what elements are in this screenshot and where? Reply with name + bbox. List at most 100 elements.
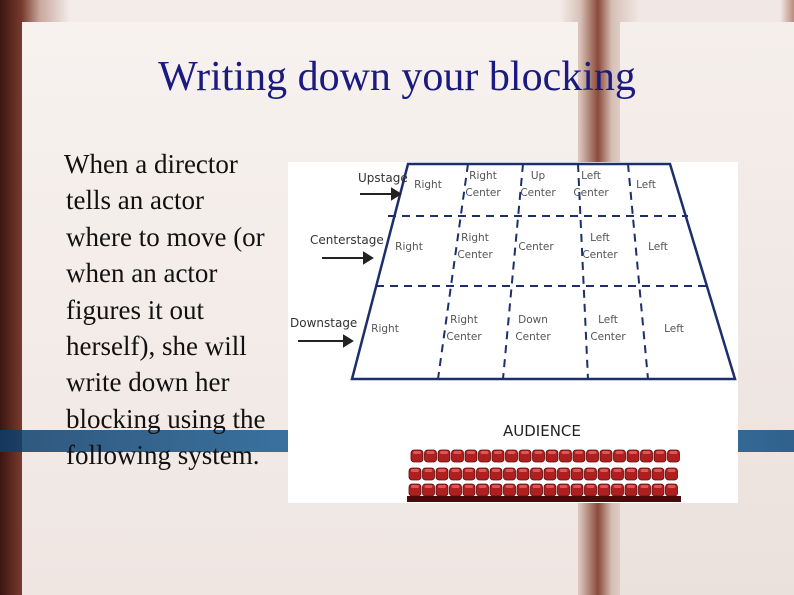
audience-seat-highlight — [413, 451, 421, 454]
audience-seat-highlight — [561, 451, 570, 454]
audience-seat-highlight — [478, 485, 487, 488]
audience-seat-highlight — [656, 451, 664, 454]
stage-cell-label: Up — [531, 170, 546, 182]
stage-cell-label: Center — [457, 249, 493, 261]
stage-diagram-svg: Upstage Centerstage Downstage RightRight… — [290, 162, 737, 502]
audience-seat-highlight — [640, 469, 649, 472]
audience-seat-highlight — [424, 469, 433, 472]
seat-base — [407, 496, 681, 502]
audience-seat-highlight — [478, 469, 487, 472]
stage-cell-label: Center — [590, 331, 626, 343]
audience-seat-highlight — [492, 469, 500, 472]
audience-seat-highlight — [505, 469, 514, 472]
audience-seat-highlight — [424, 485, 433, 488]
row-label-centerstage: Centerstage — [310, 233, 384, 247]
stage-cell-label: Center — [518, 241, 554, 253]
audience-seat-highlight — [667, 469, 676, 472]
audience-seat-highlight — [438, 485, 446, 488]
audience-seat-highlight — [519, 469, 527, 472]
stage-outline — [350, 162, 737, 381]
audience-seat-highlight — [546, 485, 554, 488]
slide-title: Writing down your blocking — [158, 54, 636, 100]
stage-cell-label: Left — [648, 241, 668, 253]
audience-seat-highlight — [654, 469, 662, 472]
audience-seat-highlight — [480, 451, 489, 454]
audience-seat-highlight — [453, 451, 462, 454]
audience-seat-highlight — [602, 451, 610, 454]
audience-seat-highlight — [451, 485, 460, 488]
audience-seat-highlight — [613, 485, 622, 488]
body-text: When a director tells an actor where to … — [64, 149, 266, 471]
stage-cell-label: Right — [414, 179, 442, 191]
stage-cell-label: Right — [450, 314, 478, 326]
stage-cell-label: Right — [469, 170, 497, 182]
audience-seat-highlight — [654, 485, 662, 488]
audience-seat-highlight — [519, 485, 527, 488]
audience-seat-highlight — [600, 469, 608, 472]
stage-cell-label: Left — [636, 179, 656, 191]
audience-seat-highlight — [451, 469, 460, 472]
stage-cell-label: Left — [590, 232, 610, 244]
stage-cell-label: Right — [371, 323, 399, 335]
stage-cell-label: Center — [446, 331, 482, 343]
stage-cell-label: Left — [664, 323, 684, 335]
audience-seats — [407, 449, 681, 502]
stage-cell-label: Down — [518, 314, 548, 326]
audience-seat-highlight — [627, 485, 635, 488]
audience-seat-highlight — [669, 451, 678, 454]
audience-seat-highlight — [411, 485, 419, 488]
stage-cell-label: Center — [515, 331, 551, 343]
audience-seat-highlight — [505, 485, 514, 488]
audience-seat-highlight — [465, 485, 473, 488]
stage-col-divider-4 — [627, 163, 649, 380]
audience-seat-highlight — [667, 485, 676, 488]
row-label-upstage: Upstage — [358, 171, 408, 185]
stage-cell-label: Center — [520, 187, 556, 199]
stage-cell-label: Right — [461, 232, 489, 244]
audience-seat-highlight — [507, 451, 516, 454]
row-label-downstage: Downstage — [290, 316, 357, 330]
stage-cell-label: Center — [465, 187, 501, 199]
stage-cell-label: Left — [598, 314, 618, 326]
stage-cell-label: Center — [582, 249, 618, 261]
cell-labels: RightRightCenterUpCenterLeftCenterLeftRi… — [371, 170, 684, 343]
audience-seat-highlight — [559, 485, 568, 488]
upstage-arrow — [360, 187, 402, 201]
audience-seat-highlight — [627, 469, 635, 472]
audience-seat-highlight — [642, 451, 651, 454]
audience-seat-highlight — [438, 469, 446, 472]
stage-cell-label: Right — [395, 241, 423, 253]
audience-seat-highlight — [532, 469, 541, 472]
audience-seat-highlight — [640, 485, 649, 488]
audience-label: AUDIENCE — [503, 422, 581, 440]
audience-seat-highlight — [411, 469, 419, 472]
audience-seat-highlight — [600, 485, 608, 488]
audience-seat-highlight — [573, 469, 581, 472]
stage-cell-label: Center — [573, 187, 609, 199]
stage-col-divider-1 — [437, 163, 469, 380]
audience-seat-highlight — [573, 485, 581, 488]
audience-seat-highlight — [588, 451, 597, 454]
audience-seat-highlight — [440, 451, 448, 454]
stage-cell-label: Left — [581, 170, 601, 182]
audience-seat-highlight — [615, 451, 624, 454]
audience-seat-highlight — [532, 485, 541, 488]
audience-seat-highlight — [575, 451, 583, 454]
audience-seat-highlight — [629, 451, 637, 454]
audience-seat-highlight — [586, 485, 595, 488]
audience-seat-highlight — [586, 469, 595, 472]
audience-seat-highlight — [465, 469, 473, 472]
audience-seat-highlight — [494, 451, 502, 454]
stage-col-divider-2 — [502, 163, 524, 380]
audience-seat-highlight — [534, 451, 543, 454]
audience-seat-highlight — [548, 451, 556, 454]
audience-seat-highlight — [559, 469, 568, 472]
audience-seat-highlight — [467, 451, 475, 454]
stage-col-divider-3 — [577, 163, 589, 380]
audience-seat-highlight — [521, 451, 529, 454]
audience-seat-highlight — [546, 469, 554, 472]
centerstage-arrow — [322, 251, 374, 265]
audience-seat-highlight — [492, 485, 500, 488]
audience-seat-highlight — [613, 469, 622, 472]
